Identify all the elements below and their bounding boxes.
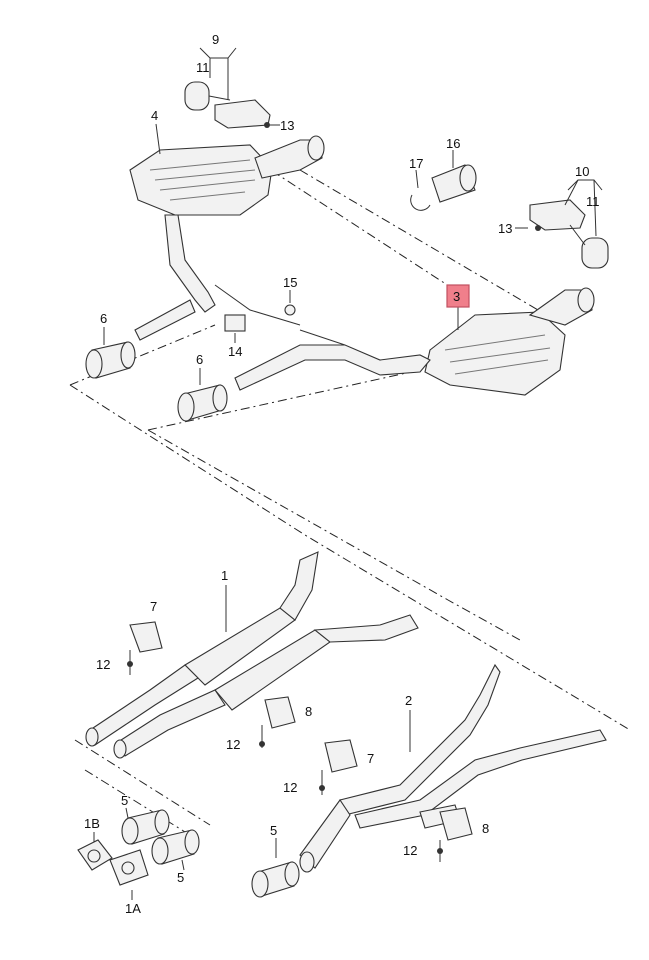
label-12-d[interactable]: 12 [403, 843, 417, 858]
label-2[interactable]: 2 [405, 693, 412, 708]
label-12-b[interactable]: 12 [226, 737, 240, 752]
label-13-right[interactable]: 13 [498, 221, 512, 236]
bolt-markers [127, 122, 541, 854]
rear-muffler-right [424, 287, 595, 396]
label-1B[interactable]: 1B [84, 816, 100, 831]
part-15-nut [284, 304, 296, 316]
leader-lines [93, 47, 603, 900]
hanger-10 [529, 199, 609, 269]
part-labels: 1 1A 1B 2 3 4 5 5 5 6 6 7 7 8 8 9 10 11 … [84, 32, 600, 916]
clamp-6-lower [177, 384, 228, 422]
label-6-lower[interactable]: 6 [196, 352, 203, 367]
label-14[interactable]: 14 [228, 344, 242, 359]
label-9[interactable]: 9 [212, 32, 219, 47]
label-6-upper[interactable]: 6 [100, 311, 107, 326]
bracket-8-lower [439, 807, 473, 862]
bracket-8-upper [261, 696, 296, 748]
hanger-9 [184, 81, 271, 129]
label-5-lower[interactable]: 5 [177, 870, 184, 885]
label-8-upper[interactable]: 8 [305, 704, 312, 719]
clamp-5-lower [151, 829, 200, 865]
part-14-bracket [224, 314, 246, 332]
rear-muffler-left [129, 135, 325, 313]
dashed-outline [69, 149, 631, 836]
label-17[interactable]: 17 [409, 156, 423, 171]
bracket-7-lower [321, 739, 358, 795]
label-10[interactable]: 10 [575, 164, 589, 179]
label-7-upper[interactable]: 7 [150, 599, 157, 614]
part-1B-flange [77, 839, 113, 871]
label-11-right[interactable]: 11 [586, 194, 600, 209]
highlight-box-3 [446, 284, 470, 308]
part-1A-flange [109, 849, 149, 886]
label-1A[interactable]: 1A [125, 901, 141, 916]
label-13-left[interactable]: 13 [280, 118, 294, 133]
label-5-right[interactable]: 5 [270, 823, 277, 838]
label-3[interactable]: 3 [453, 289, 460, 304]
upper-connecting-pipes [134, 284, 431, 391]
bracket-7-upper [129, 621, 163, 675]
label-4[interactable]: 4 [151, 108, 158, 123]
label-16[interactable]: 16 [446, 136, 460, 151]
clamp-5-upper [121, 809, 170, 845]
part-16-tailpipe [431, 164, 477, 203]
label-1[interactable]: 1 [221, 568, 228, 583]
part-17-clip [410, 194, 431, 211]
clamp-5-right [251, 861, 300, 898]
label-12-c[interactable]: 12 [283, 780, 297, 795]
label-12-a[interactable]: 12 [96, 657, 110, 672]
label-5-upper[interactable]: 5 [121, 793, 128, 808]
label-15[interactable]: 15 [283, 275, 297, 290]
clamp-6-upper [85, 341, 136, 379]
label-7-lower[interactable]: 7 [367, 751, 374, 766]
label-8-lower[interactable]: 8 [482, 821, 489, 836]
label-11-left[interactable]: 11 [196, 60, 210, 75]
front-silencer-1 [85, 551, 419, 759]
